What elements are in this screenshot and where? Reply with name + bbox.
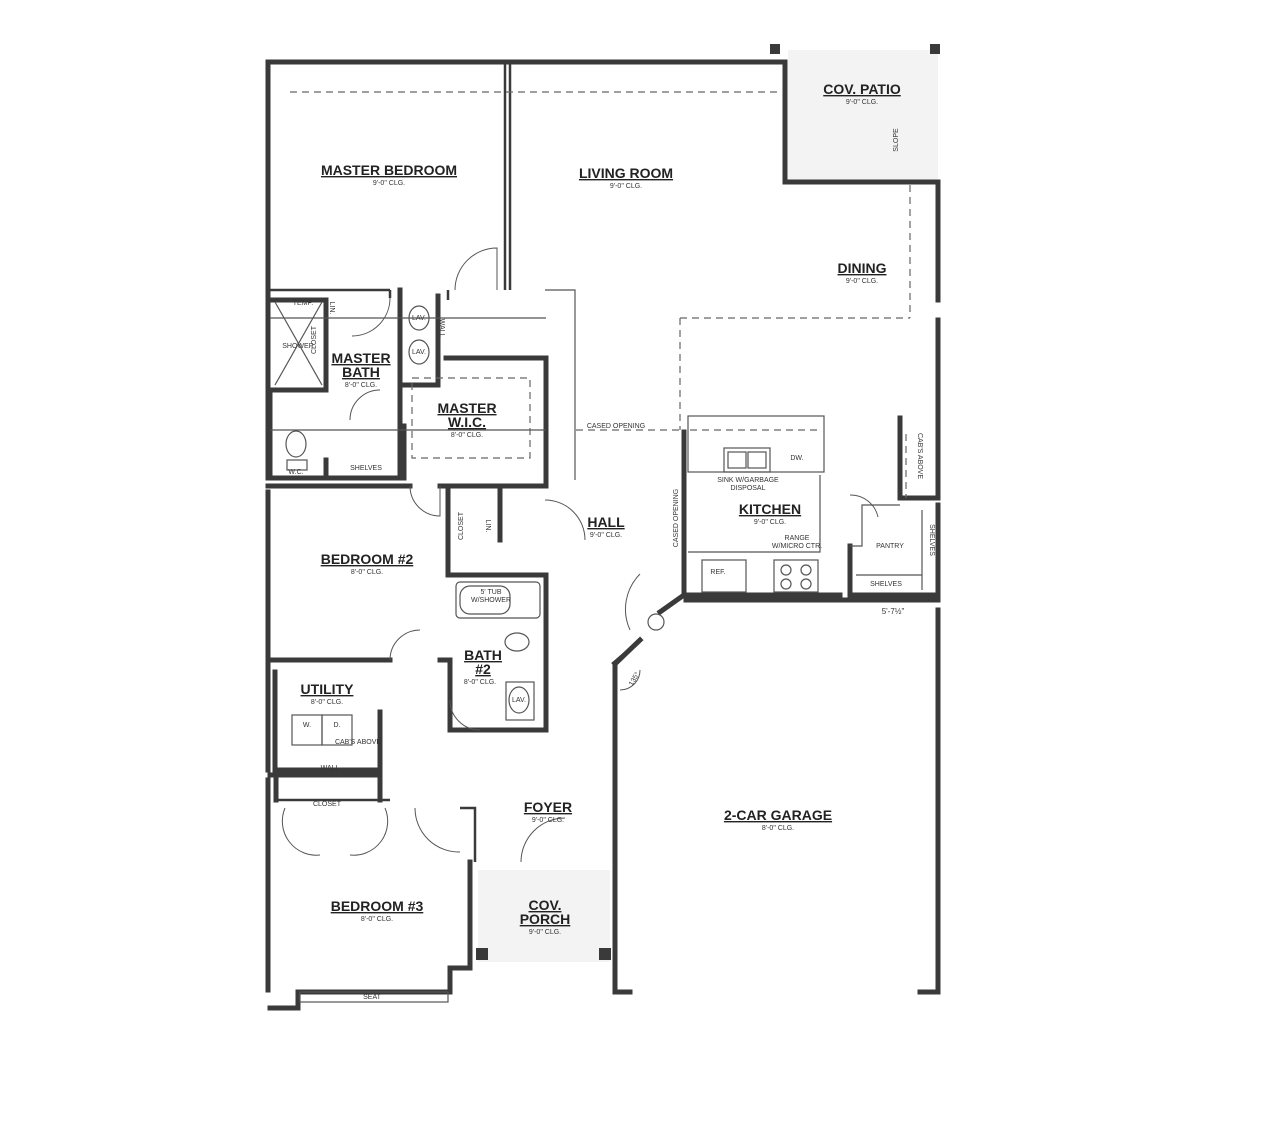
- label-dryer: D.: [334, 722, 341, 729]
- cov-patio-clg: 9'-0" CLG.: [846, 99, 878, 106]
- label-lav-bath2: LAV.: [512, 697, 526, 704]
- master-wic-clg: 8'-0" CLG.: [451, 432, 483, 439]
- label-sink: SINK W/GARBAGE: [717, 477, 779, 484]
- label-tub-sub: W/SHOWER: [471, 597, 511, 604]
- label-lav-2: LAV.: [412, 349, 426, 356]
- hall-name: HALL: [587, 514, 625, 530]
- label-slope: SLOPE: [893, 128, 900, 152]
- dining-name: DINING: [838, 260, 887, 276]
- cov-porch-name-1: COV.: [529, 897, 562, 913]
- garage-name: 2-CAR GARAGE: [724, 807, 832, 823]
- hall-clg: 9'-0" CLG.: [590, 532, 622, 539]
- master-bedroom-clg: 9'-0" CLG.: [373, 180, 405, 187]
- label-shelves-master: SHELVES: [350, 465, 382, 472]
- label-closet-bed3: CLOSET: [313, 801, 342, 808]
- garage-clg: 8'-0" CLG.: [762, 825, 794, 832]
- living-room-name: LIVING ROOM: [579, 165, 673, 181]
- cov-porch-slab: [478, 870, 610, 962]
- label-range: RANGE: [785, 535, 810, 542]
- label-lin-bed2: LIN.: [484, 520, 491, 533]
- bath2-clg: 8'-0" CLG.: [464, 679, 496, 686]
- fixtures: [274, 301, 923, 1003]
- label-cabs-above-kitchen: CAB'S ABOVE: [916, 433, 923, 479]
- master-bath-clg: 8'-0" CLG.: [345, 382, 377, 389]
- label-cabs-above-utility: CAB'S ABOVE: [335, 739, 381, 746]
- room-labels: MASTER BEDROOM 9'-0" CLG. LIVING ROOM 9'…: [301, 81, 901, 936]
- label-tub: 5' TUB: [480, 589, 501, 596]
- label-seat: SEAT: [363, 994, 381, 1001]
- label-lav-1: LAV.: [412, 315, 426, 322]
- foyer-clg: 9'-0" CLG.: [532, 817, 564, 824]
- label-lin-master: LIN.: [328, 302, 335, 315]
- master-bath-name-1: MASTER: [331, 350, 390, 366]
- label-wc: W.C.: [288, 469, 303, 476]
- master-wic-name-1: MASTER: [437, 400, 496, 416]
- utility-clg: 8'-0" CLG.: [311, 699, 343, 706]
- utility-name: UTILITY: [301, 681, 355, 697]
- bedroom2-name: BEDROOM #2: [321, 551, 414, 567]
- label-cased-opening-1: CASED OPENING: [587, 423, 645, 430]
- label-shelves-kitchen: SHELVES: [870, 581, 902, 588]
- doors: [281, 247, 879, 863]
- master-wic-name-2: W.I.C.: [448, 414, 486, 430]
- bath2-name-1: BATH: [464, 647, 502, 663]
- foyer-name: FOYER: [524, 799, 572, 815]
- label-washer: W.: [303, 722, 311, 729]
- master-bedroom-name: MASTER BEDROOM: [321, 162, 457, 178]
- dining-clg: 9'-0" CLG.: [846, 278, 878, 285]
- label-cased-opening-2: CASED OPENING: [673, 489, 680, 547]
- interior-walls: [265, 64, 941, 862]
- label-dim-garage: 5'-7½": [882, 607, 905, 616]
- label-wall-master: WALL: [438, 319, 445, 338]
- cov-patio-name: COV. PATIO: [823, 81, 901, 97]
- label-ref: REF.: [710, 569, 725, 576]
- master-bath-name-2: BATH: [342, 364, 380, 380]
- label-master-closet: CLOSET: [311, 325, 318, 354]
- cov-porch-name-2: PORCH: [520, 911, 571, 927]
- cov-patio-slab: [788, 50, 938, 182]
- bath2-name-2: #2: [475, 661, 491, 677]
- label-pantry: PANTRY: [876, 543, 904, 550]
- kitchen-name: KITCHEN: [739, 501, 801, 517]
- bedroom2-clg: 8'-0" CLG.: [351, 569, 383, 576]
- label-closet-bed2: CLOSET: [458, 511, 465, 540]
- bedroom3-name: BEDROOM #3: [331, 898, 424, 914]
- bedroom3-clg: 8'-0" CLG.: [361, 916, 393, 923]
- label-dw: DW.: [790, 455, 803, 462]
- label-shelves-pantry: SHELVES: [928, 524, 935, 556]
- living-room-clg: 9'-0" CLG.: [610, 183, 642, 190]
- label-range-sub: W/MICRO CTR.: [772, 543, 822, 550]
- label-temp: TEMP.: [293, 300, 314, 307]
- kitchen-clg: 9'-0" CLG.: [754, 519, 786, 526]
- label-wall-utility: WALL: [321, 765, 340, 772]
- label-disposal: DISPOSAL: [730, 485, 765, 492]
- cov-porch-clg: 9'-0" CLG.: [529, 929, 561, 936]
- label-shower: SHOWER: [282, 343, 314, 350]
